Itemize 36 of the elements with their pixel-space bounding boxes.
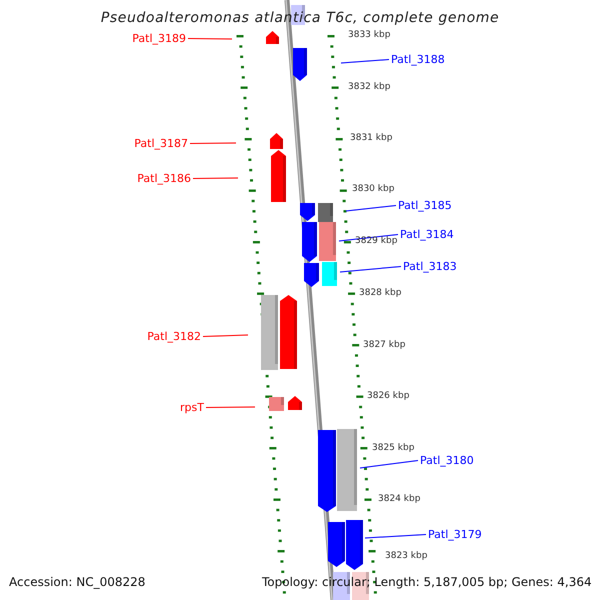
scale-label: 3825 kbp [372,444,414,453]
title: Pseudoalteromonas atlantica T6c, complete genome [100,11,500,25]
scale-label: 3823 kbp [385,552,428,561]
scale-label: 3830 kbp [352,185,394,194]
leader-line [340,266,402,272]
scale-label: 3824 kbp [378,495,420,504]
gene-label: Patl_3182 [147,331,201,342]
footer-text: Topology: circular; Length: 5,187,005 bp; Genes: 4,364 [262,576,592,588]
scale-label: 3826 kbp [367,392,410,401]
leader-line [206,406,256,408]
gene-label: Patl_3189 [132,33,186,44]
scale-label: 3831 kbp [350,134,392,143]
scale-label: 3829 kbp [355,237,398,246]
scale-label: 3832 kbp [348,83,390,92]
gene-label: Patl_3185 [398,200,452,211]
gene-label: Patl_3184 [400,229,454,240]
gene-label: Patl_3187 [134,138,188,149]
leader-line [340,59,390,64]
leader-line [346,205,396,212]
leader-line [190,142,236,144]
leader-line [360,460,418,468]
gene-label: Patl_3179 [428,529,482,540]
scale-label: 3828 kbp [359,289,402,298]
leader-line [202,334,248,337]
leader-line [364,534,426,538]
leader-line [338,234,398,242]
gene-label: rpsT [180,402,204,413]
gene-label: Patl_3180 [420,455,474,466]
gene-label: Patl_3186 [137,173,191,184]
leader-line [188,38,232,40]
leader-line [192,178,238,179]
scale-label: 3833 kbp [348,31,390,40]
gene-label: Patl_3183 [403,261,457,272]
gene-label: Patl_3188 [391,54,445,65]
footer-text: Accession: NC_008228 [9,576,146,588]
scale-label: 3827 kbp [363,341,406,350]
